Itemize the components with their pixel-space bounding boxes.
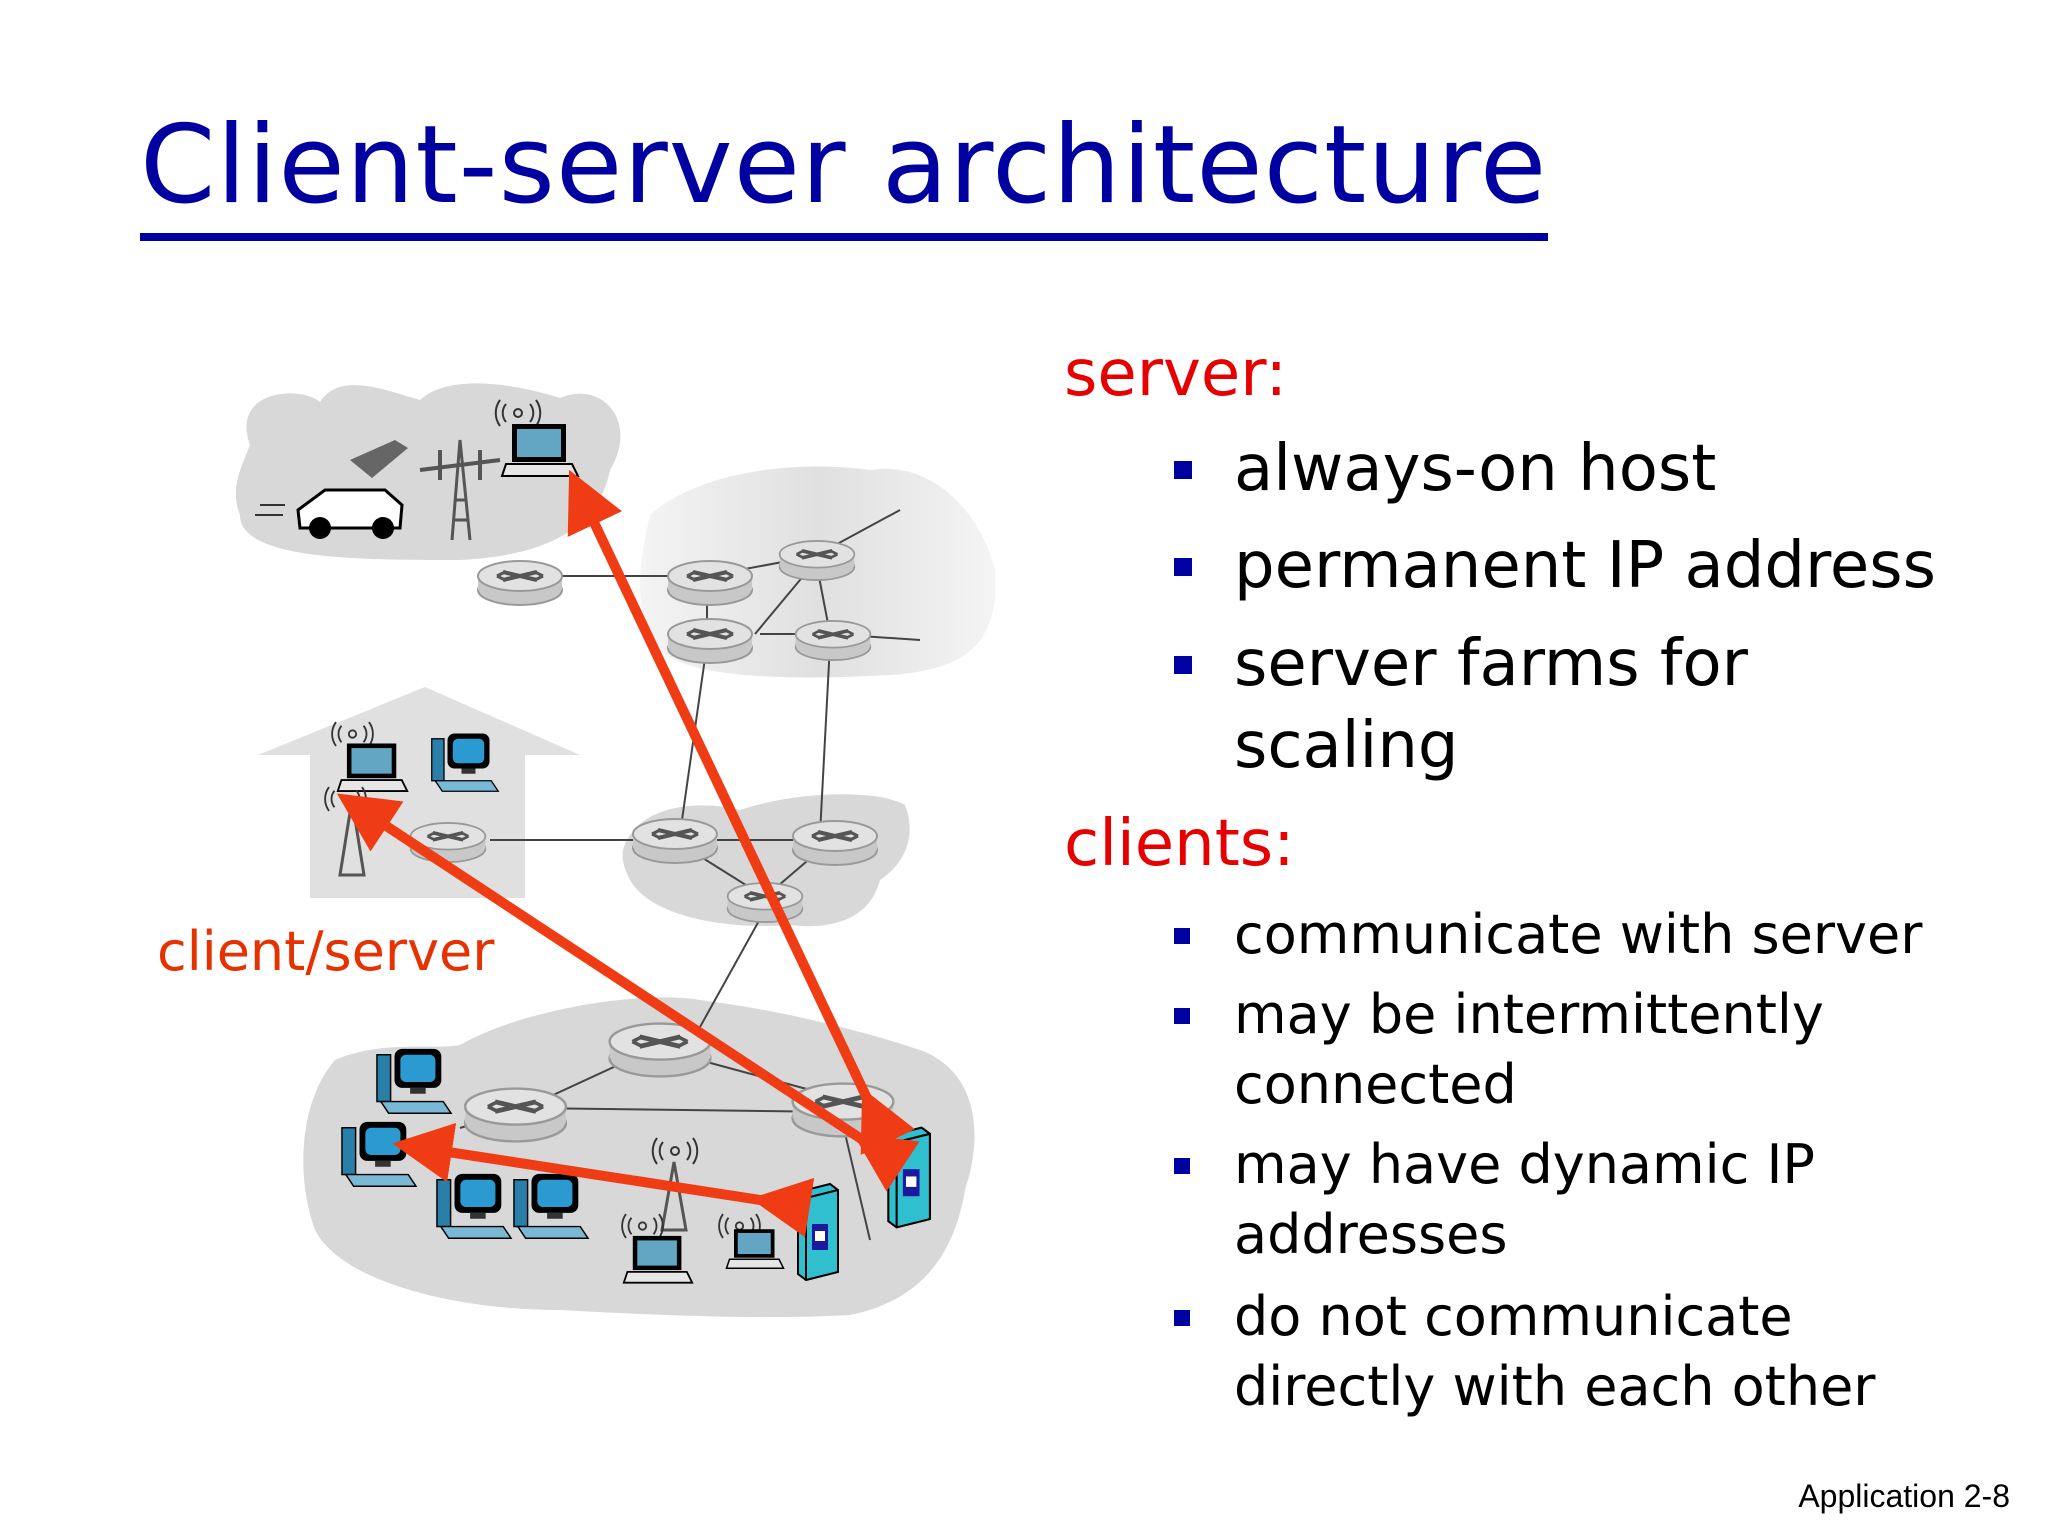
bullet-marker [1174, 461, 1192, 479]
bullet-marker [1174, 928, 1190, 944]
clients-heading: clients: [1064, 807, 1295, 881]
bullet-marker [1174, 1310, 1190, 1326]
bullet-marker [1174, 656, 1192, 674]
client-server-label: client/server [157, 920, 495, 983]
arrow-server-to-desktop [392, 1122, 815, 1238]
slide-footer: Application 2-8 [1798, 1478, 2010, 1514]
client-server-arrows [336, 469, 920, 1238]
title-underline [140, 233, 1548, 241]
server-heading: server: [1064, 337, 1288, 411]
mobile-devices [255, 399, 579, 541]
arrow-server-to-home [336, 793, 920, 1192]
bullet-marker [1174, 1008, 1190, 1024]
home-network-house [258, 687, 580, 898]
bullet-marker [1174, 1158, 1190, 1174]
bullet-marker [1174, 558, 1192, 576]
slide-title: Client-server architecture [140, 103, 1548, 228]
